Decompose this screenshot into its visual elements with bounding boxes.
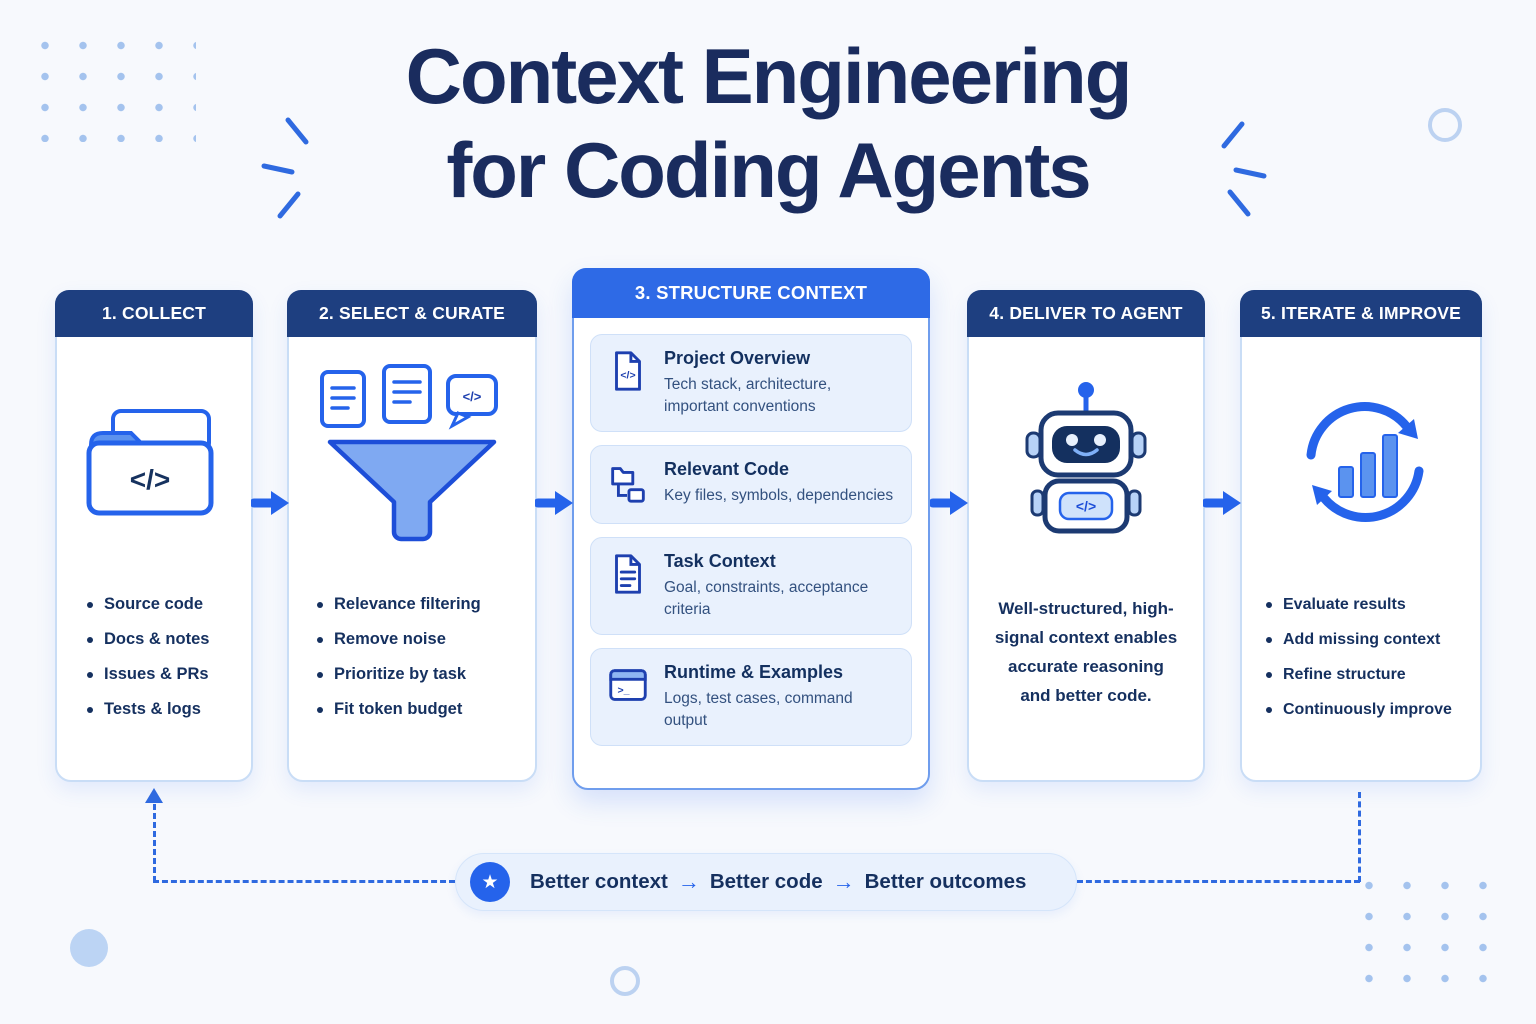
deliver-icon-box: </> [969,337,1203,583]
folder-tree-icon [605,459,651,510]
footer-segment: Better context [530,870,668,893]
page-title-line2: for Coding Agents [446,125,1091,214]
structure-item-task-context: Task Context Goal, constraints, acceptan… [590,537,912,635]
code-glyph: </> [463,389,482,404]
structure-item-text: Runtime & Examples Logs, test cases, com… [664,662,897,732]
document-lines-icon [605,551,651,602]
feedback-line-left-vertical [153,804,156,882]
bullet-item: Source code [87,587,251,622]
structure-body: </> Project Overview Tech stack, archite… [574,318,928,746]
footer-banner: ★ Better context → Better code → Better … [455,853,1077,911]
footer-segment: Better code [709,870,823,893]
code-glyph: </> [620,370,635,382]
bullet-item: Fit token budget [317,692,535,727]
flow-arrow-icon [930,491,968,515]
sparkle-left-icon [261,117,309,219]
stage-header-collect: 1. COLLECT [55,290,253,337]
document-code-icon: </> [605,348,651,399]
collect-bullet-list: Source code Docs & notes Issues & PRs Te… [57,587,251,727]
code-glyph: </> [1076,498,1096,514]
arrow-right-icon: → [832,869,855,894]
page-title: Context Engineering for Coding Agents [0,30,1536,217]
code-bubble-icon: </> [446,374,498,430]
structure-item-title: Relevant Code [664,459,790,479]
documents-funnel-icon: </> [320,364,498,542]
stage-card-select-curate: 2. SELECT & CURATE </> Rel [287,290,537,782]
structure-item-desc: Tech stack, architecture, important conv… [664,376,832,415]
structure-item-title: Project Overview [664,348,811,368]
star-glyph: ★ [481,871,499,893]
circle-outline-top-right [1428,108,1462,142]
arrow-right-icon: → [677,869,700,894]
code-glyph: </> [130,464,170,495]
robot-icon: </> [1025,382,1147,534]
structure-item-desc: Key files, symbols, dependencies [664,487,894,504]
feedback-line-right-horizontal [1077,880,1360,883]
feedback-arrow-up-icon [145,788,163,803]
collect-icon-box: </> [57,337,251,583]
iterate-icon-box [1242,337,1480,583]
bullet-item: Evaluate results [1266,587,1480,622]
select-icon-box: </> [289,337,535,583]
structure-item-relevant-code: Relevant Code Key files, symbols, depend… [590,445,912,524]
structure-item-text: Relevant Code Key files, symbols, depend… [664,459,893,507]
select-bullet-list: Relevance filtering Remove noise Priorit… [289,587,535,727]
stage-header-iterate: 5. ITERATE & IMPROVE [1240,290,1482,337]
circle-filled-bottom-left [70,929,108,967]
dot-grid-top-left [26,30,196,142]
page-title-line1: Context Engineering [405,32,1133,120]
document-icon [320,370,366,428]
stage-card-collect: 1. COLLECT </> Source code Docs & notes … [55,290,253,782]
bar-chart-icon [1338,434,1398,498]
bullet-item: Refine structure [1266,657,1480,692]
folder-code-icon: </> [86,409,214,516]
structure-item-title: Task Context [664,551,776,571]
stage-card-iterate-improve: 5. ITERATE & IMPROVE Evaluate results Ad… [1240,290,1482,782]
stage-header-structure: 3. STRUCTURE CONTEXT [572,268,930,318]
structure-item-desc: Goal, constraints, acceptance criteria [664,579,869,618]
bullet-item: Tests & logs [87,692,251,727]
stage-header-select: 2. SELECT & CURATE [287,290,537,337]
footer-text: Better context → Better code → Better ou… [530,869,1026,895]
structure-item-project-overview: </> Project Overview Tech stack, archite… [590,334,912,432]
star-icon: ★ [470,862,510,902]
bullet-item: Prioritize by task [317,657,535,692]
bullet-item: Continuously improve [1266,692,1480,727]
flow-arrow-icon [251,491,289,515]
stage-header-deliver: 4. DELIVER TO AGENT [967,290,1205,337]
feedback-line-left-horizontal [153,880,455,883]
document-icon [382,364,432,424]
feedback-line-right-vertical [1358,792,1361,882]
bullet-item: Relevance filtering [317,587,535,622]
stage-card-deliver-to-agent: 4. DELIVER TO AGENT </> Well-structured,… [967,290,1205,782]
structure-item-text: Project Overview Tech stack, architectur… [664,348,897,418]
bullet-item: Issues & PRs [87,657,251,692]
stage-card-structure-context: 3. STRUCTURE CONTEXT </> Project Overvie… [572,268,930,790]
circle-outline-bottom-center [610,966,640,996]
structure-item-runtime-examples: >_ Runtime & Examples Logs, test cases, … [590,648,912,746]
sparkle-right-icon [1221,121,1267,217]
flow-arrow-icon [1203,491,1241,515]
bullet-item: Remove noise [317,622,535,657]
structure-item-title: Runtime & Examples [664,662,844,682]
dot-grid-bottom-right [1350,870,1502,1004]
iterate-bullet-list: Evaluate results Add missing context Ref… [1242,587,1480,727]
bullet-item: Add missing context [1266,622,1480,657]
terminal-icon: >_ [605,662,651,713]
bullet-item: Docs & notes [87,622,251,657]
terminal-prompt-glyph: >_ [617,685,629,697]
funnel-icon [327,439,497,542]
structure-item-text: Task Context Goal, constraints, acceptan… [664,551,897,621]
deliver-description: Well-structured, high-signal context ena… [994,599,1178,705]
structure-item-desc: Logs, test cases, command output [664,690,853,729]
footer-segment: Better outcomes [864,870,1027,893]
flow-arrow-icon [535,491,573,515]
iterate-chart-icon [1306,402,1424,522]
